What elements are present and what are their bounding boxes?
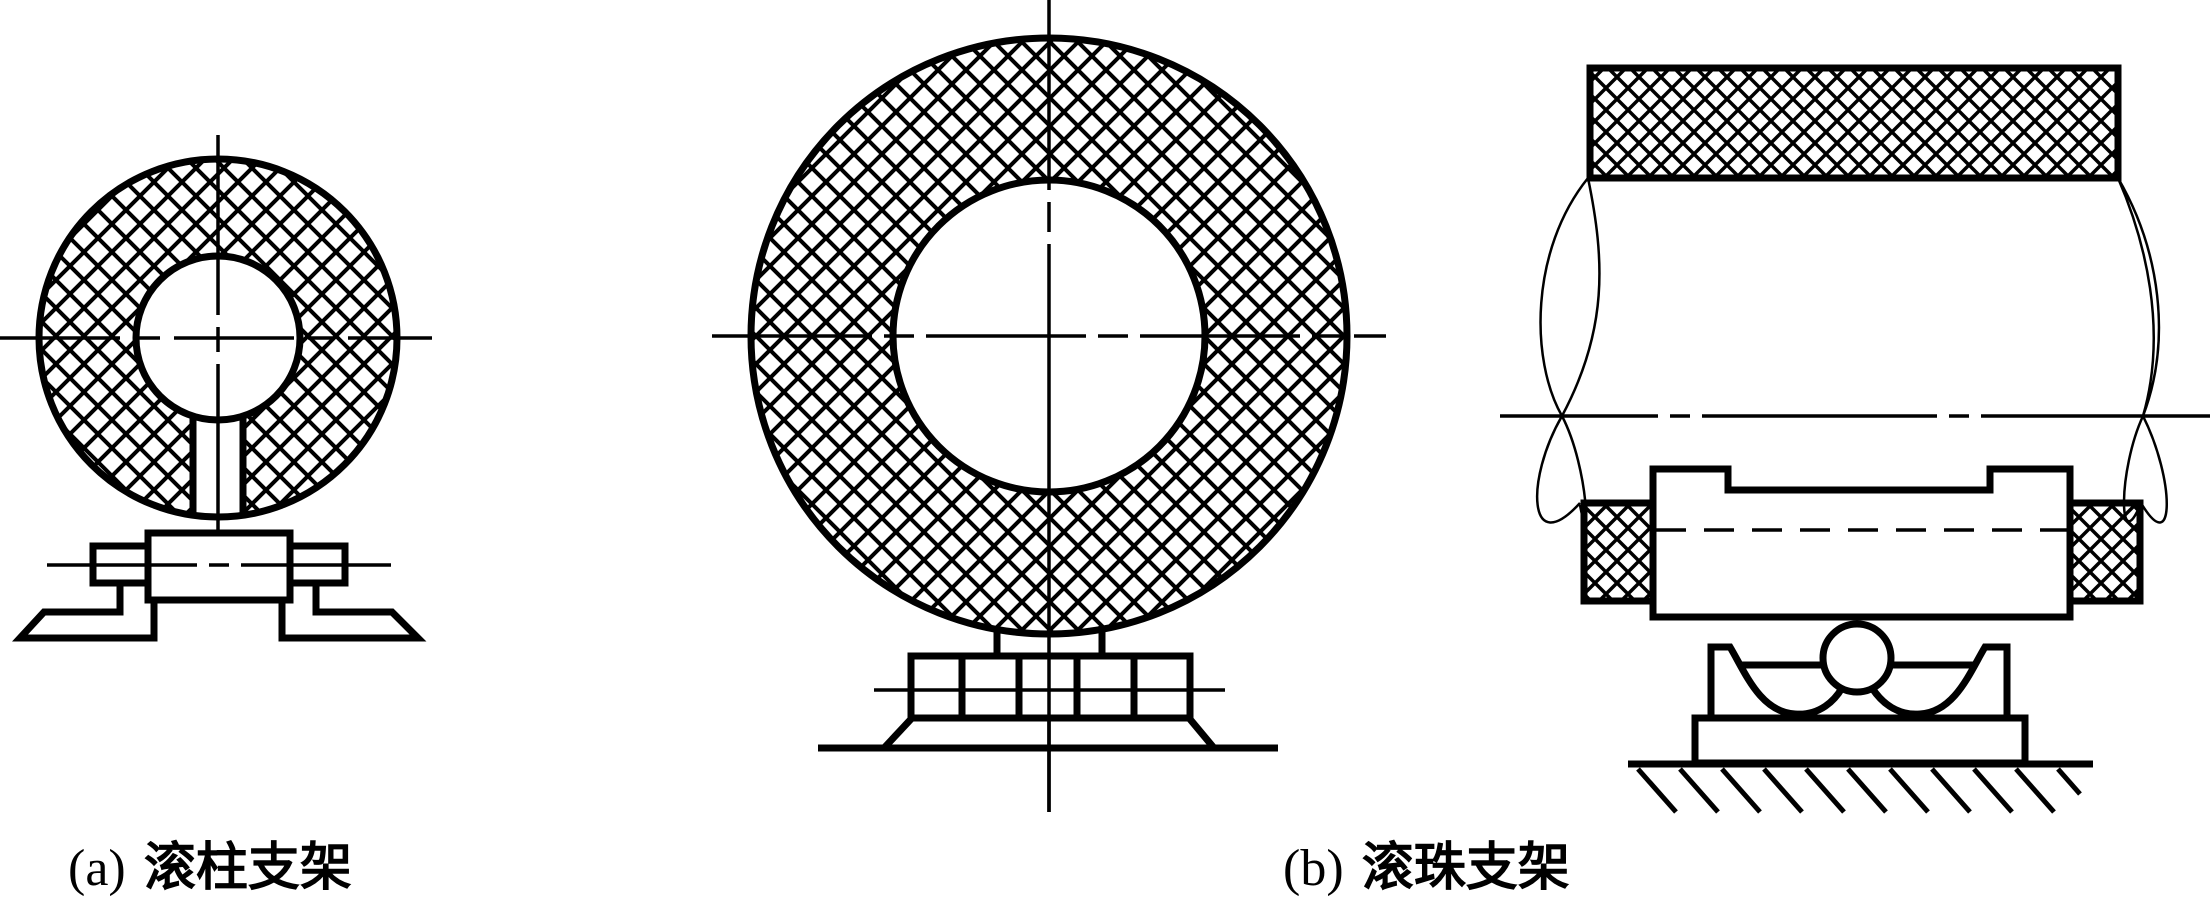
foot-left bbox=[12, 586, 158, 642]
support-body bbox=[1649, 465, 2074, 621]
break-line-left bbox=[1535, 177, 1601, 524]
caption-a: (a) 滚柱支架 bbox=[68, 842, 352, 895]
bottom-ring-section-left bbox=[1580, 499, 1657, 605]
foot-right bbox=[278, 586, 427, 642]
ring-section-b bbox=[750, 38, 1347, 634]
bottom-ring-section-right bbox=[2066, 499, 2144, 605]
caption-b: (b) 滚珠支架 bbox=[1283, 842, 1570, 895]
caption-b-title: 滚珠支架 bbox=[1361, 837, 1570, 898]
ground-hatch bbox=[1636, 767, 2082, 814]
top-ring-section bbox=[1586, 64, 2122, 182]
caption-b-label: (b) bbox=[1283, 840, 1344, 897]
caption-a-title: 滚柱支架 bbox=[143, 837, 352, 898]
ring-section-a bbox=[38, 159, 397, 517]
ball-support-front-view bbox=[712, 0, 1386, 812]
break-line-right bbox=[2116, 177, 2168, 524]
caption-a-label: (a) bbox=[68, 840, 126, 897]
ball-support-side-view bbox=[1500, 64, 2210, 814]
base-plate bbox=[1691, 714, 2029, 767]
ball-cradle bbox=[1707, 643, 2011, 718]
ball bbox=[1819, 620, 1895, 696]
roller-support-figure bbox=[0, 135, 432, 642]
